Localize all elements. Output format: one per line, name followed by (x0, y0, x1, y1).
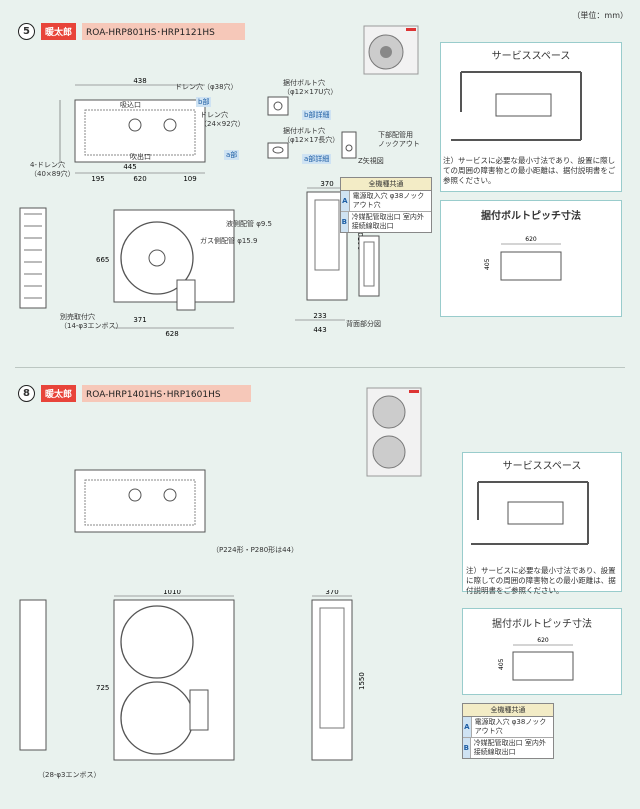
bolt-hole2-size: （φ12×17長穴） (283, 136, 340, 144)
dim-725: 725 (96, 684, 109, 692)
b-detail-drawing (267, 96, 289, 116)
gas-pipe-label: ガス側配管 φ15.9 (200, 237, 258, 245)
bolt-pitch-panel-8: 据付ボルトピッチ寸法 620 405 (462, 608, 622, 695)
dim-1550: 1550 (358, 672, 366, 690)
service-space-title: サービススペース (491, 51, 571, 62)
top-view-drawing: 438 620 445 195 109 (59, 77, 206, 183)
dim-370: 370 (320, 180, 333, 188)
service-space-panel-5: サービススペース (440, 42, 622, 192)
dim-438: 438 (133, 77, 146, 85)
section-number: 5 (18, 22, 35, 40)
bolt-pitch-title: 据付ボルトピッチ寸法 (492, 619, 592, 630)
pitch-w: 620 (525, 236, 537, 243)
legend-header: 全機種共通 (341, 178, 431, 191)
section-divider (15, 367, 625, 368)
knockout-label: ノックアウト (378, 140, 420, 148)
legend-row-b: B 冷媒配管取出口 室内外接続線取出口 (341, 212, 424, 232)
rear-part-drawing (358, 235, 380, 297)
legend-row-b: B 冷媒配管取出口 室内外接続線取出口 (463, 738, 546, 758)
section-header-5: 5 暖太郎 ROA-HRP801HS･HRP1121HS (18, 22, 245, 40)
dim-665: 665 (96, 256, 109, 264)
dim-620: 620 (133, 175, 146, 183)
p-note-label: （P224形・P280形は44） (212, 546, 299, 554)
dim-371: 371 (133, 316, 146, 324)
common-legend-5: 全機種共通 A 電源取入穴 φ38ノックアウト穴 B 冷媒配管取出口 室内外接続… (340, 177, 432, 233)
front-view-drawing-8: 1010 725 (19, 590, 235, 761)
dim-233: 233 (313, 312, 326, 320)
b-detail-tag: b部詳細 (302, 110, 332, 120)
bolt-pitch-title: 据付ボルトピッチ寸法 (481, 211, 581, 222)
suction-label: 吸込口 (120, 101, 141, 109)
service-space-note: 注）サービスに必要な最小寸法であり、設置に際しての周囲の障害物との最小距離は、据… (443, 156, 616, 185)
dim-195: 195 (91, 175, 104, 183)
legend-row-a: A 電源取入穴 φ38ノックアウト穴 (463, 717, 553, 738)
legend-header: 全機種共通 (463, 704, 553, 717)
top-view-drawing-8 (74, 469, 206, 533)
drain-hole-label: ドレン穴（φ38穴） (175, 83, 238, 91)
service-space-title: サービススペース (502, 461, 582, 472)
rear-parts-label: 背面部分図 (346, 320, 381, 328)
dim-445: 445 (123, 163, 136, 171)
extra-mount-size-label: （14-φ3エンボス） (60, 322, 123, 330)
section-header-8: 8 暖太郎 ROA-HRP1401HS･HRP1601HS (18, 384, 251, 402)
bolt-pitch-panel-5: 据付ボルトピッチ寸法 620 405 (440, 200, 622, 317)
a-part-tag: a部 (224, 150, 240, 160)
service-space-diagram-8 (471, 481, 589, 545)
service-space-note-8: 注）サービスに必要な最小寸法であり、設置に際しての周囲の障害物との最小距離は、据… (466, 566, 616, 595)
drain-size-label: （24×92穴） (200, 120, 245, 128)
pitch-w-8: 620 (537, 637, 549, 644)
bolt-pitch-diagram: 620 405 (484, 236, 562, 281)
bolt-hole2-label: 据付ボルト穴 (283, 127, 325, 135)
pitch-h-8: 405 (498, 658, 505, 670)
legend-row-a: A 電源取入穴 φ38ノックアウト穴 (341, 191, 431, 212)
dim-628: 628 (165, 330, 178, 338)
pitch-h: 405 (484, 258, 491, 270)
unit-note: （単位：mm） (572, 11, 628, 20)
dim-109: 109 (183, 175, 196, 183)
b-part-tag: b部 (196, 97, 212, 107)
a-detail-tag: a部詳細 (302, 154, 332, 164)
front-view-drawing: 628 371 665 (19, 207, 235, 338)
dim-443: 443 (313, 326, 326, 334)
section-number: 8 (18, 384, 35, 402)
model-name: ROA-HRP801HS･HRP1121HS (82, 22, 245, 40)
model-name: ROA-HRP1401HS･HRP1601HS (82, 384, 251, 402)
series-badge: 暖太郎 (41, 22, 77, 40)
bolt-pitch-diagram-8: 620 405 (498, 637, 574, 681)
dim-370-8: 370 (325, 590, 338, 596)
common-legend-8: 全機種共通 A 電源取入穴 φ38ノックアウト穴 B 冷媒配管取出口 室内外接続… (462, 703, 554, 759)
product-photo-2 (366, 387, 422, 477)
z-view-drawing (341, 131, 357, 159)
product-photo (363, 25, 419, 75)
drain4-label: 4-ドレン穴 (30, 161, 65, 169)
liquid-pipe-label: 液側配管 φ9.5 (226, 220, 272, 228)
service-space-diagram (451, 71, 582, 141)
discharge-label: 吹出口 (130, 153, 151, 161)
dim-1010: 1010 (163, 590, 181, 596)
drain-hole2-label: ドレン穴 (200, 111, 228, 119)
bolt-hole1-label: 据付ボルト穴 (283, 79, 325, 87)
drain28-label: （28-φ3エンボス） (38, 771, 101, 779)
drain4-size-label: （40×89穴） (30, 170, 75, 178)
side-view-drawing-8: 370 1550 (311, 590, 366, 761)
extra-mount-label: 別売取付穴 (60, 313, 95, 321)
service-space-panel-8: サービススペース (462, 452, 622, 592)
z-view-label: Z矢視図 (358, 157, 384, 165)
lower-pipe-label: 下部配管用 (378, 131, 413, 139)
bolt-hole1-size: （φ12×17U穴） (283, 88, 338, 96)
a-detail-drawing (267, 142, 289, 159)
series-badge: 暖太郎 (41, 384, 77, 402)
